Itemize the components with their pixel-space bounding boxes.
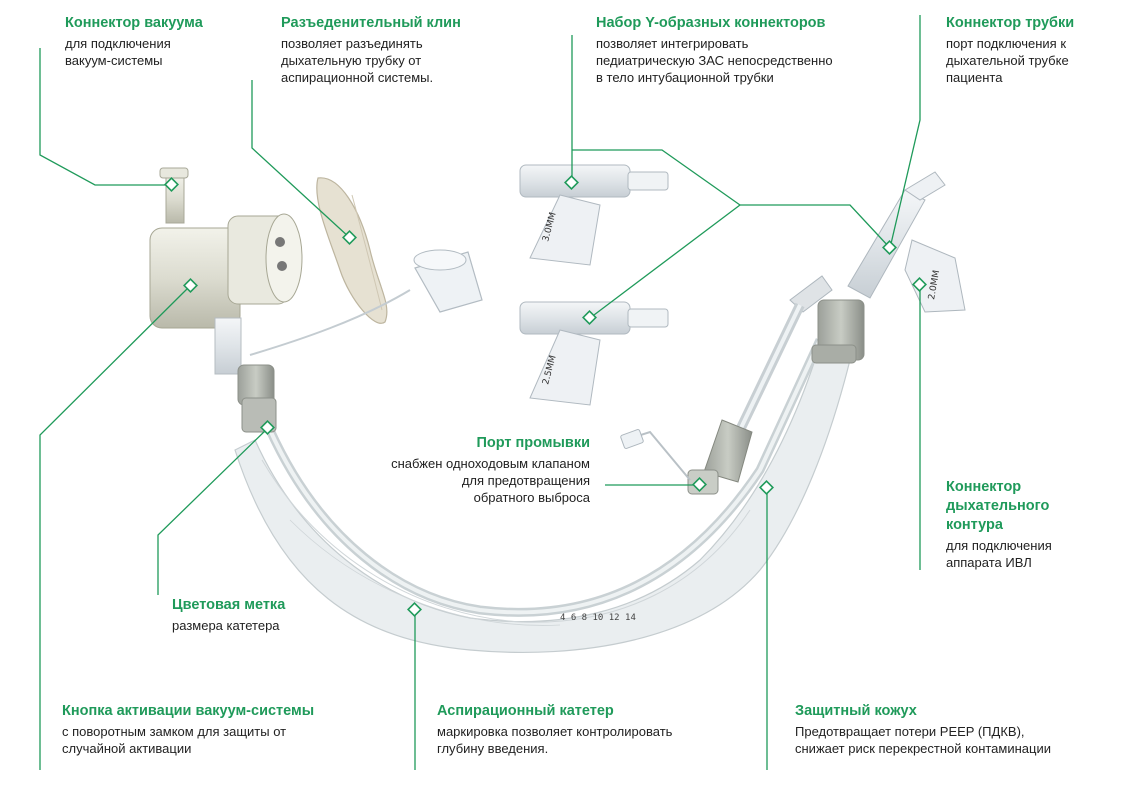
marker-circuit-connector xyxy=(912,277,927,292)
label-protective-sleeve-title: Защитный кожух xyxy=(795,703,917,719)
label-color-mark-title: Цветовая метка xyxy=(172,597,286,613)
label-activation-button-title: Кнопка активации вакуум-системы xyxy=(62,703,315,719)
label-disconnect-wedge-desc: позволяет разъединять дыхательную трубку… xyxy=(281,36,434,85)
marker-y-connector-25mm xyxy=(582,310,597,325)
label-protective-sleeve: Защитный кожух Предотвращает потери PEEP… xyxy=(795,702,1115,757)
label-y-connectors-desc: позволяет интегрировать педиатрическую З… xyxy=(596,36,833,85)
label-flush-port-desc: снабжен одноходовым клапаном для предотв… xyxy=(391,456,590,505)
label-vacuum-connector-title: Коннектор вакуума xyxy=(65,15,203,31)
label-color-mark: Цветовая метка размера катетера xyxy=(172,596,372,634)
marker-y-connector-3mm xyxy=(564,175,579,190)
leader-lines xyxy=(39,15,921,770)
label-vacuum-connector-desc: для подключения вакуум-системы xyxy=(65,36,171,68)
label-protective-sleeve-desc: Предотвращает потери PEEP (ПДКВ), снижае… xyxy=(795,724,1051,756)
suction-catheter: 4 6 8 10 12 14 xyxy=(265,338,825,623)
marker-vacuum-connector xyxy=(164,177,179,192)
label-color-mark-desc: размера катетера xyxy=(172,618,280,633)
label-flush-port: Порт промывки снабжен одноходовым клапан… xyxy=(340,434,590,506)
label-tube-connector: Коннектор трубки порт подключения к дыха… xyxy=(946,14,1136,86)
label-circuit-connector-title: Коннектор дыхательного контура xyxy=(946,479,1050,533)
marker-activation-button xyxy=(183,278,198,293)
label-activation-button-desc: с поворотным замком для защиты от случай… xyxy=(62,724,287,756)
callout-markers xyxy=(164,175,927,617)
marker-flush-port xyxy=(692,477,707,492)
label-disconnect-wedge-title: Разъеденительный клин xyxy=(281,15,461,31)
label-vacuum-connector: Коннектор вакуума для подключения вакуум… xyxy=(65,14,255,69)
label-y-connectors-title: Набор Y-образных коннекторов xyxy=(596,15,826,31)
label-flush-port-title: Порт промывки xyxy=(476,435,590,451)
label-suction-catheter-desc: маркировка позволяет контролировать глуб… xyxy=(437,724,673,756)
marker-protective-sleeve xyxy=(759,480,774,495)
label-disconnect-wedge: Разъеденительный клин позволяет разъедин… xyxy=(281,14,521,86)
catheter-depth-marks: 4 6 8 10 12 14 xyxy=(560,613,636,623)
label-activation-button: Кнопка активации вакуум-системы с поворо… xyxy=(62,702,382,757)
label-tube-connector-desc: порт подключения к дыхательной трубке па… xyxy=(946,36,1069,85)
clear-cap xyxy=(249,249,483,356)
label-suction-catheter: Аспирационный катетер маркировка позволя… xyxy=(437,702,737,757)
marker-disconnect-wedge xyxy=(342,230,357,245)
label-tube-connector-title: Коннектор трубки xyxy=(946,15,1075,31)
vacuum-valve-assembly xyxy=(149,167,303,433)
protective-sleeve xyxy=(234,359,851,654)
label-circuit-connector-desc: для подключения аппарата ИВЛ xyxy=(946,538,1052,570)
y-connector-25mm: 2.5MM xyxy=(519,301,669,406)
label-circuit-connector: Коннектор дыхательного контура для подкл… xyxy=(946,478,1126,571)
label-suction-catheter-title: Аспирационный катетер xyxy=(437,703,614,719)
y-connector-3mm: 3.0MM xyxy=(519,164,669,266)
marker-color-mark xyxy=(260,420,275,435)
marker-tube-connector xyxy=(882,240,897,255)
disconnect-wedge xyxy=(316,177,388,324)
marker-suction-catheter xyxy=(407,602,422,617)
label-y-connectors: Набор Y-образных коннекторов позволяет и… xyxy=(596,14,896,86)
